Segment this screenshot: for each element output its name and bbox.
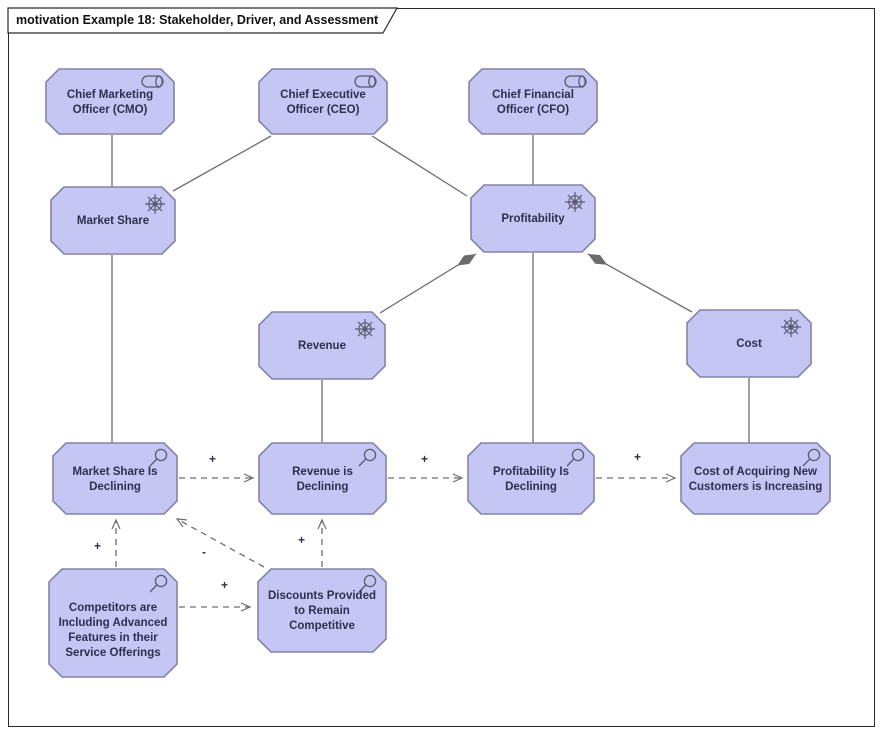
steering-wheel-icon — [143, 192, 167, 221]
node-assessment-profitability-declining[interactable]: Profitability Is Declining — [467, 442, 595, 515]
magnifier-icon — [564, 448, 586, 474]
steering-wheel-icon — [779, 315, 803, 344]
node-label: Market Share Is Declining — [72, 465, 158, 493]
node-stakeholder-cfo[interactable]: Chief Financial Officer (CFO) — [468, 68, 598, 135]
influence-label: + — [94, 539, 102, 553]
influence-label: + — [221, 578, 229, 592]
node-assessment-competitors[interactable]: Competitors are Including Advanced Featu… — [48, 568, 178, 678]
node-label: Revenue is Declining — [292, 465, 353, 493]
node-label: Revenue — [298, 340, 346, 353]
node-label: Chief Marketing Officer (CMO) — [66, 88, 154, 116]
node-label: Chief Executive Officer (CEO) — [280, 88, 366, 116]
node-label: Discounts Provided to Remain Competitive — [268, 590, 376, 632]
node-assessment-cost-increasing[interactable]: Cost of Acquiring New Customers is Incre… — [680, 442, 831, 515]
node-stakeholder-ceo[interactable]: Chief Executive Officer (CEO) — [258, 68, 388, 135]
magnifier-icon — [356, 574, 378, 600]
influence-label: + — [209, 452, 217, 466]
diagram-tab-shape — [7, 7, 399, 34]
steering-wheel-icon — [353, 317, 377, 346]
role-cylinder-icon — [353, 74, 379, 94]
node-driver-profitability[interactable]: Profitability — [470, 184, 596, 253]
node-label: Chief Financial Officer (CFO) — [492, 88, 574, 116]
magnifier-icon — [147, 574, 169, 600]
node-driver-market-share[interactable]: Market Share — [50, 186, 176, 255]
node-assessment-market-share-declining[interactable]: Market Share Is Declining — [52, 442, 178, 515]
node-stakeholder-cmo[interactable]: Chief Marketing Officer (CMO) — [45, 68, 175, 135]
influence-label: + — [298, 533, 306, 547]
magnifier-icon — [147, 448, 169, 474]
node-label: Profitability — [501, 213, 565, 226]
node-driver-revenue[interactable]: Revenue — [258, 311, 386, 380]
node-driver-cost[interactable]: Cost — [686, 309, 812, 378]
diagram-title: motivation Example 18: Stakeholder, Driv… — [16, 13, 379, 27]
node-label: Market Share — [76, 215, 150, 228]
node-label: Cost — [736, 338, 762, 351]
role-cylinder-icon — [563, 74, 589, 94]
influence-label: + — [421, 452, 429, 466]
role-cylinder-icon — [140, 74, 166, 94]
steering-wheel-icon — [563, 190, 587, 219]
node-assessment-revenue-declining[interactable]: Revenue is Declining — [258, 442, 387, 515]
magnifier-icon — [356, 448, 378, 474]
influence-label: + — [634, 450, 642, 464]
influence-label: - — [202, 545, 206, 559]
node-label: Profitability Is Declining — [492, 465, 570, 493]
node-assessment-discounts[interactable]: Discounts Provided to Remain Competitive — [257, 568, 387, 653]
magnifier-icon — [800, 448, 822, 474]
node-label: Cost of Acquiring New Customers is Incre… — [688, 465, 823, 493]
node-label: Competitors are Including Advanced Featu… — [58, 602, 168, 659]
